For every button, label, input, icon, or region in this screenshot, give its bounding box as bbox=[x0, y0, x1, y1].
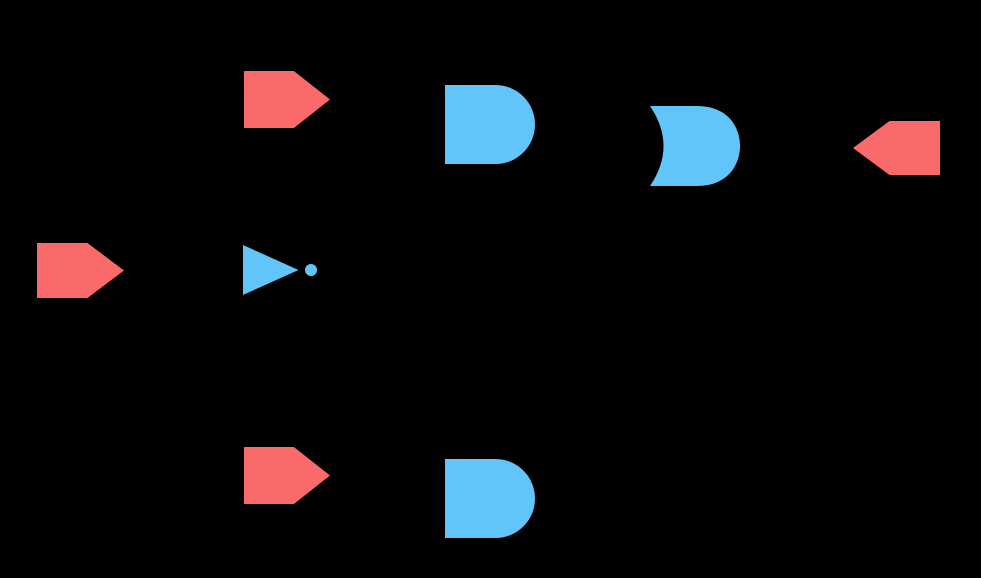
output-pin-icon[interactable] bbox=[853, 121, 940, 175]
input-pin-top[interactable]: Input Pin bbox=[244, 71, 330, 128]
not-gate-icon[interactable] bbox=[243, 245, 299, 295]
not-gate-inversion-bubble-icon[interactable] bbox=[305, 264, 317, 276]
input-pin-icon[interactable] bbox=[244, 447, 330, 504]
input-pin-icon[interactable] bbox=[37, 243, 124, 298]
input-pin-icon[interactable] bbox=[244, 71, 330, 128]
and-gate-bottom[interactable]: AND Gate bbox=[445, 459, 535, 538]
and-gate-icon[interactable] bbox=[445, 85, 535, 164]
input-pin-bottom[interactable]: Input Pin bbox=[244, 447, 330, 504]
output-pin-top[interactable]: Output Pin bbox=[853, 121, 940, 175]
or-gate-top[interactable]: OR Gate bbox=[650, 106, 740, 186]
or-gate-icon[interactable] bbox=[650, 106, 740, 186]
and-gate-icon[interactable] bbox=[445, 459, 535, 538]
input-pin-middle[interactable]: Input Pin bbox=[37, 243, 124, 298]
and-gate-top[interactable]: AND Gate bbox=[445, 85, 535, 164]
not-gate-middle[interactable]: NOT Gate bbox=[243, 245, 317, 295]
